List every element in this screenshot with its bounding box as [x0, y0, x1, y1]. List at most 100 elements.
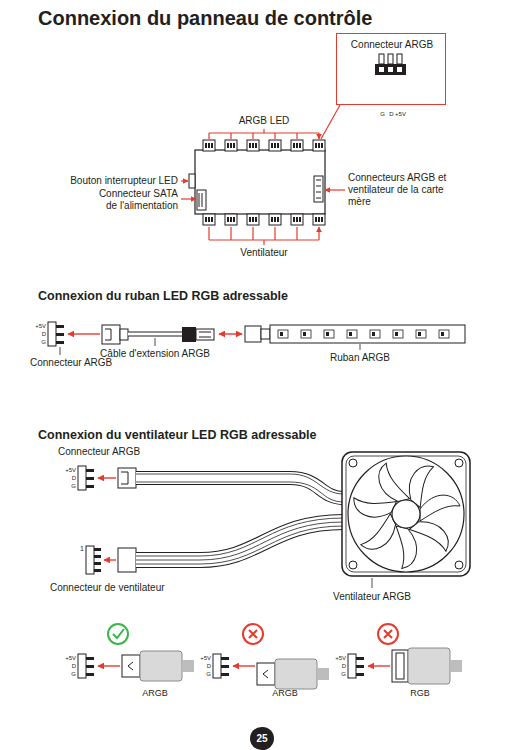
fan-connection — [118, 468, 136, 488]
wrong-plug-example — [317, 668, 329, 680]
argb-strip — [324, 330, 334, 338]
fan-connection — [94, 569, 101, 572]
fan-connection — [136, 474, 344, 502]
part-label: Bouton interrupteur LED — [54, 175, 178, 187]
fan-connection — [136, 518, 344, 564]
page-number-badge: 25 — [250, 727, 273, 750]
argb-hub — [269, 214, 281, 225]
wrong-rgb-plug-example — [408, 648, 450, 684]
pin-label: 1 — [72, 545, 84, 553]
argb-fan — [342, 452, 470, 576]
red-arrows — [181, 198, 196, 199]
argb-hub — [199, 193, 202, 207]
strip-connection — [48, 322, 64, 346]
fan-connection — [78, 466, 94, 490]
pin-label: D — [28, 331, 46, 338]
red-arrows — [209, 240, 319, 245]
part-label: ARGB — [262, 688, 308, 699]
correct-plug-example — [98, 665, 120, 666]
strip-connection — [196, 329, 214, 340]
argb-hub — [313, 140, 325, 151]
part-label: Ventilateur — [214, 247, 314, 259]
strip-connection — [120, 329, 128, 340]
wrong-plug-example — [257, 659, 329, 689]
pin-label: +5V — [28, 323, 46, 330]
wrong-plug-example — [263, 670, 268, 678]
pin-label: +5V — [58, 467, 76, 474]
pin-label: G — [58, 483, 76, 490]
callout-connector-icon — [388, 67, 393, 72]
red-arrows — [209, 129, 319, 133]
wrong-rgb-plug-example — [348, 624, 462, 684]
node-text: 25 — [256, 733, 267, 745]
connector-callout-box: Connecteur ARGBGD+5V — [336, 33, 446, 105]
fan-connection — [94, 555, 101, 558]
red-arrows — [321, 105, 340, 139]
part-label: Ventilateur ARGB — [322, 591, 422, 603]
callout-connector-icon — [397, 67, 402, 72]
pin-label: D — [328, 663, 346, 670]
correct-plug-example — [182, 660, 194, 672]
pin-label: D — [193, 663, 211, 670]
part-label: Connecteur SATA de l'alimentation — [90, 188, 178, 212]
argb-fan — [346, 456, 466, 572]
argb-strip — [418, 332, 421, 336]
part-label: Connecteurs ARGB et ventilateur de la ca… — [348, 172, 466, 208]
pin-label: +5V — [328, 655, 346, 662]
pin-label: G — [377, 111, 389, 118]
argb-hub — [247, 140, 259, 151]
part-label: Câble d'extension ARGB — [100, 348, 210, 360]
argb-fan — [420, 495, 460, 521]
argb-strip — [441, 332, 444, 336]
argb-fan — [455, 561, 463, 569]
pin-label: G — [193, 671, 211, 678]
strip-connection — [128, 333, 182, 336]
wrong-plug-example — [243, 624, 263, 644]
wrong-plug-example — [213, 654, 229, 678]
fan-connection — [78, 452, 470, 588]
part-label: Connecteur ARGB — [58, 446, 168, 458]
argb-hub — [291, 140, 303, 151]
fan-connection — [372, 578, 373, 588]
strip-connection — [182, 327, 196, 342]
node-text: Connecteur ARGB — [337, 39, 447, 51]
strip-connection — [128, 332, 182, 337]
callout-connector-icon — [397, 54, 402, 64]
argb-strip — [326, 332, 329, 336]
fan-connection — [136, 478, 344, 498]
wrong-rgb-plug-example — [378, 624, 398, 644]
argb-hub — [203, 214, 215, 225]
correct-plug-example — [108, 624, 128, 644]
red-arrows — [209, 227, 319, 240]
part-label: RGB — [397, 688, 443, 699]
argb-hub — [225, 214, 237, 225]
strip-connection — [261, 329, 270, 339]
argb-strip — [280, 332, 283, 336]
wrong-plug-example — [257, 663, 275, 685]
argb-hub — [247, 214, 259, 225]
fan-connection — [136, 522, 344, 560]
pin-label: D — [58, 663, 76, 670]
fan-connection — [94, 562, 101, 565]
fan-connection — [94, 548, 101, 551]
argb-hub — [203, 140, 215, 151]
argb-strip — [395, 332, 398, 336]
callout-connector-icon — [379, 54, 384, 64]
argb-strip — [301, 330, 311, 338]
argb-hub — [189, 174, 195, 188]
argb-strip — [303, 332, 306, 336]
part-label: ARGB LED — [214, 115, 314, 127]
argb-fan — [348, 456, 464, 572]
wrong-rgb-plug-example — [368, 665, 390, 666]
fan-connection — [118, 548, 136, 572]
argb-hub — [291, 214, 303, 225]
wrong-plug-example — [249, 630, 257, 638]
part-label: Connecteur de ventilateur — [50, 582, 210, 594]
argb-fan — [392, 500, 420, 528]
strip-connection — [102, 325, 120, 344]
correct-plug-example — [113, 629, 124, 638]
callout-connector-icon — [375, 54, 406, 75]
wrong-rgb-plug-example — [348, 654, 364, 678]
